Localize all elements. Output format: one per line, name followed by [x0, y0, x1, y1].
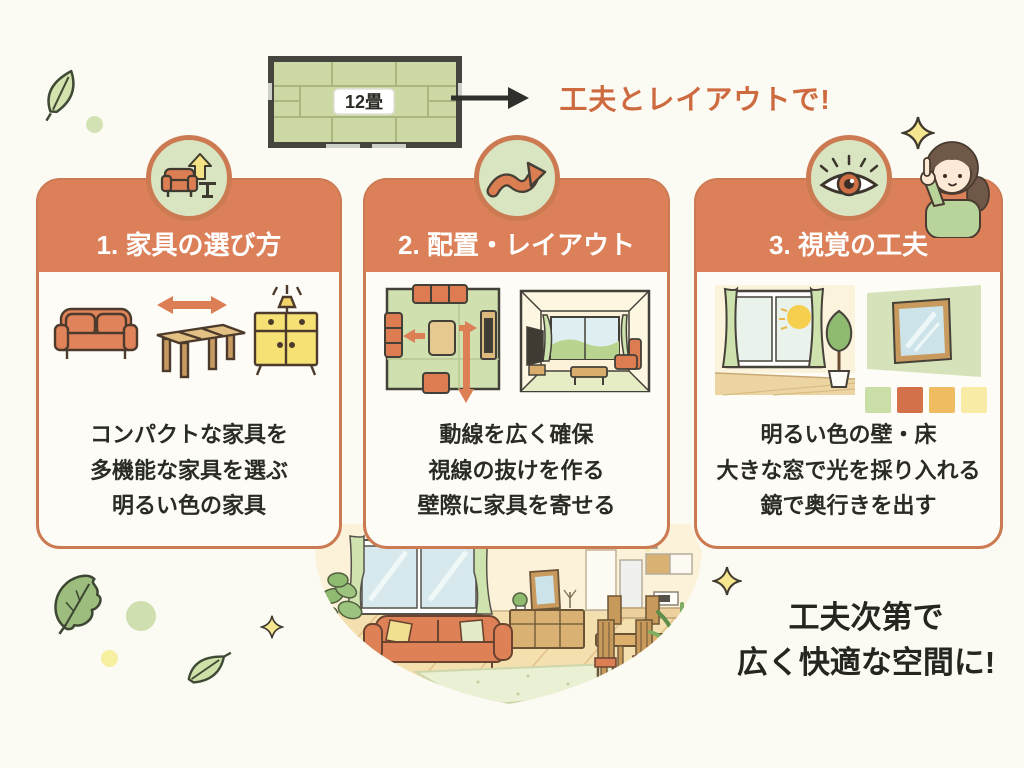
sofa: [53, 307, 139, 359]
card-furniture-choice: 1. 家具の選び方: [36, 135, 342, 549]
conclusion-line: 工夫次第で: [788, 600, 944, 635]
card-text-line: コンパクトな家具を: [89, 422, 288, 447]
card-text-line: 視線の抜けを作る: [428, 457, 605, 483]
card-text-line: 壁際に家具を寄せる: [417, 493, 616, 519]
color-swatches: [865, 387, 987, 413]
sparkle-icon: [260, 615, 284, 639]
headline: 工夫とレイアウトで!: [559, 84, 831, 115]
eye-icon: [818, 154, 879, 197]
card-text-line: 多機能な家具を選ぶ: [89, 457, 288, 483]
card-text-line: 動線を広く確保: [439, 422, 594, 447]
sparkle-icon: [901, 116, 935, 150]
sun-icon: [778, 305, 811, 330]
flow-arrows: [402, 321, 477, 403]
swatch-terracotta: [897, 387, 923, 413]
card-text: 明るい色の壁・床 大きな窓で光を採り入れる 鏡で奥行きを出す: [697, 417, 1000, 524]
layout-illustration: [383, 284, 650, 403]
leaf-icon: [45, 69, 75, 122]
tatami-floorplan: 12畳: [268, 56, 462, 148]
card-title: 3. 視覚の工夫: [769, 230, 928, 260]
green-dot: [86, 116, 103, 133]
card-badge: [473, 135, 560, 221]
card-text: コンパクトな家具を 多機能な家具を選ぶ 明るい色の家具: [39, 417, 339, 524]
conclusion-text: 工夫次第で 広く快適な空間に!: [712, 596, 1020, 686]
leaf-icon: [187, 651, 232, 684]
arrow-right-icon: [451, 87, 529, 109]
swatch-green: [865, 387, 891, 413]
card-text-line: 鏡で奥行きを出す: [760, 493, 937, 519]
card-layout: 2. 配置・レイアウト: [363, 135, 670, 549]
dining-set: [594, 595, 685, 686]
sparkle-icon: [712, 566, 742, 596]
room-size-label: 12畳: [345, 92, 383, 112]
swatch-orange: [929, 387, 955, 413]
card-badge: [805, 135, 892, 221]
furniture-illustration: [53, 285, 319, 379]
table: [156, 323, 246, 379]
potted-plant: [825, 309, 852, 388]
card-text: 動線を広く確保 視線の抜けを作る 壁際に家具を寄せる: [366, 417, 667, 524]
room-perspective: [519, 289, 650, 393]
window: [345, 534, 493, 615]
mirror-scene: [866, 285, 981, 377]
yellow-dot: [101, 650, 118, 667]
swatch-yellow: [961, 387, 987, 413]
woman-character: [920, 141, 990, 238]
sofa-arrow-up-icon: [160, 153, 216, 198]
card-title: 2. 配置・レイアウト: [398, 230, 635, 260]
cabinet: [253, 285, 319, 376]
sofa: [363, 615, 513, 672]
card-text-line: 大きな窓で光を採り入れる: [716, 457, 981, 483]
bright-window-scene: [714, 285, 855, 396]
room-illustration: [315, 524, 702, 704]
rug: [412, 662, 658, 704]
card-badge: [146, 135, 232, 221]
card-text-line: 明るい色の家具: [111, 493, 266, 519]
conclusion-line: 広く快適な空間に!: [736, 644, 996, 680]
monstera-leaf-icon: [54, 574, 102, 635]
card-text-line: 明るい色の壁・床: [760, 422, 937, 447]
expand-arrow: [157, 296, 227, 314]
floorplan-topview: [383, 284, 500, 403]
green-dot-large: [126, 601, 156, 631]
card-title: 1. 家具の選び方: [96, 230, 282, 260]
curved-arrow-icon: [486, 161, 546, 198]
visual-illustration: [714, 285, 981, 396]
